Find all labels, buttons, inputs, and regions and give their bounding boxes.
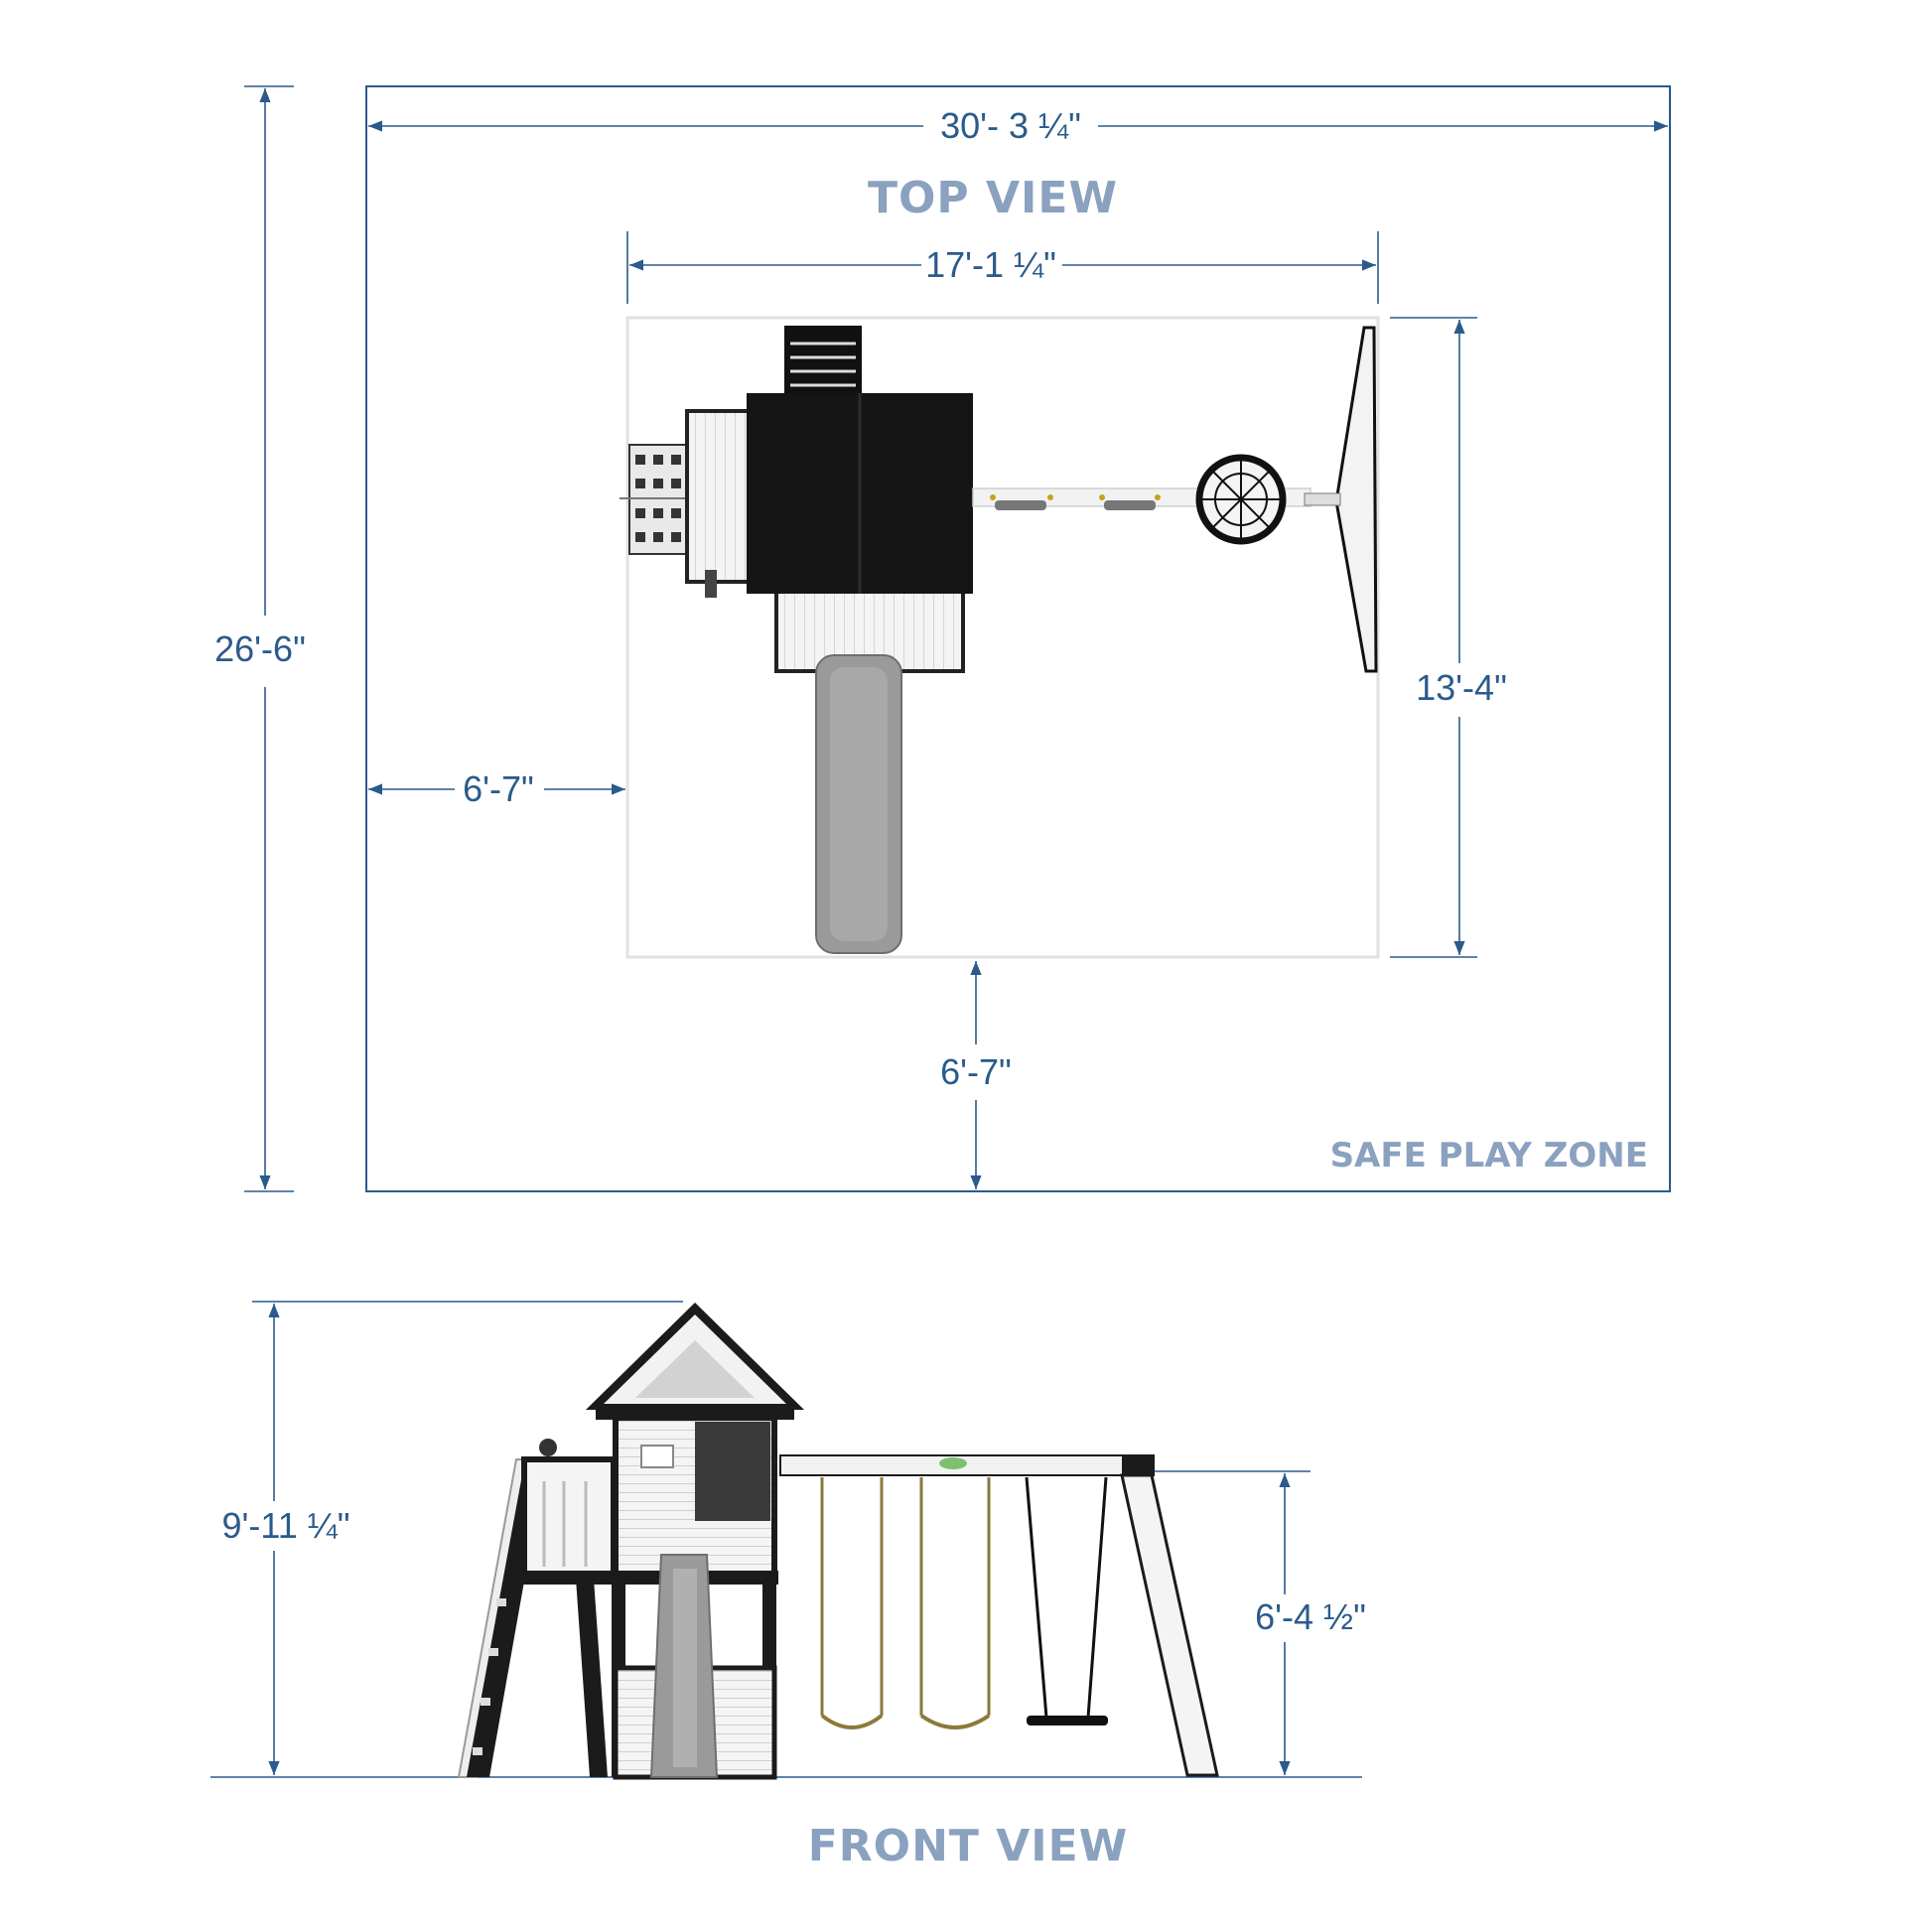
overall-depth-dimension: 26'-6" bbox=[214, 85, 306, 1192]
beam-height-dimension: 6'-4 ½" bbox=[1154, 1470, 1366, 1775]
safe-play-zone-label: SAFE PLAY ZONE bbox=[1330, 1136, 1648, 1175]
overall-width-dimension: 30'- 3 ¼" bbox=[368, 105, 1668, 146]
front-view-title: FRONT VIEW bbox=[808, 1821, 1129, 1871]
front-clearance-label: 6'-7" bbox=[940, 1051, 1012, 1092]
top-view: 30'- 3 ¼" TOP VIEW 26'-6" 17'-1 ¼" bbox=[214, 85, 1671, 1192]
unit-width-label: 17'-1 ¼" bbox=[925, 244, 1056, 285]
safe-play-zone-border bbox=[365, 85, 1671, 1192]
overall-width-label: 30'- 3 ¼" bbox=[940, 105, 1081, 146]
unit-depth-label: 13'-4" bbox=[1416, 667, 1507, 708]
beam-height-label: 6'-4 ½" bbox=[1255, 1596, 1366, 1637]
overall-depth-label: 26'-6" bbox=[214, 628, 306, 669]
playset-top-illustration bbox=[620, 326, 1378, 954]
unit-footprint-border bbox=[625, 316, 1380, 959]
playset-front-illustration bbox=[457, 1303, 1219, 1780]
overall-height-dimension: 9'-11 ¼" bbox=[221, 1301, 683, 1775]
overall-height-label: 9'-11 ¼" bbox=[221, 1505, 349, 1546]
unit-width-dimension: 17'-1 ¼" bbox=[626, 231, 1379, 304]
front-view: 9'-11 ¼" 6'-4 ½" bbox=[210, 1301, 1366, 1871]
unit-depth-dimension: 13'-4" bbox=[1390, 317, 1507, 958]
side-clearance-dimension: 6'-7" bbox=[368, 768, 625, 809]
front-clearance-dimension: 6'-7" bbox=[940, 961, 1012, 1189]
side-clearance-label: 6'-7" bbox=[463, 768, 534, 809]
top-view-title: TOP VIEW bbox=[868, 173, 1118, 223]
